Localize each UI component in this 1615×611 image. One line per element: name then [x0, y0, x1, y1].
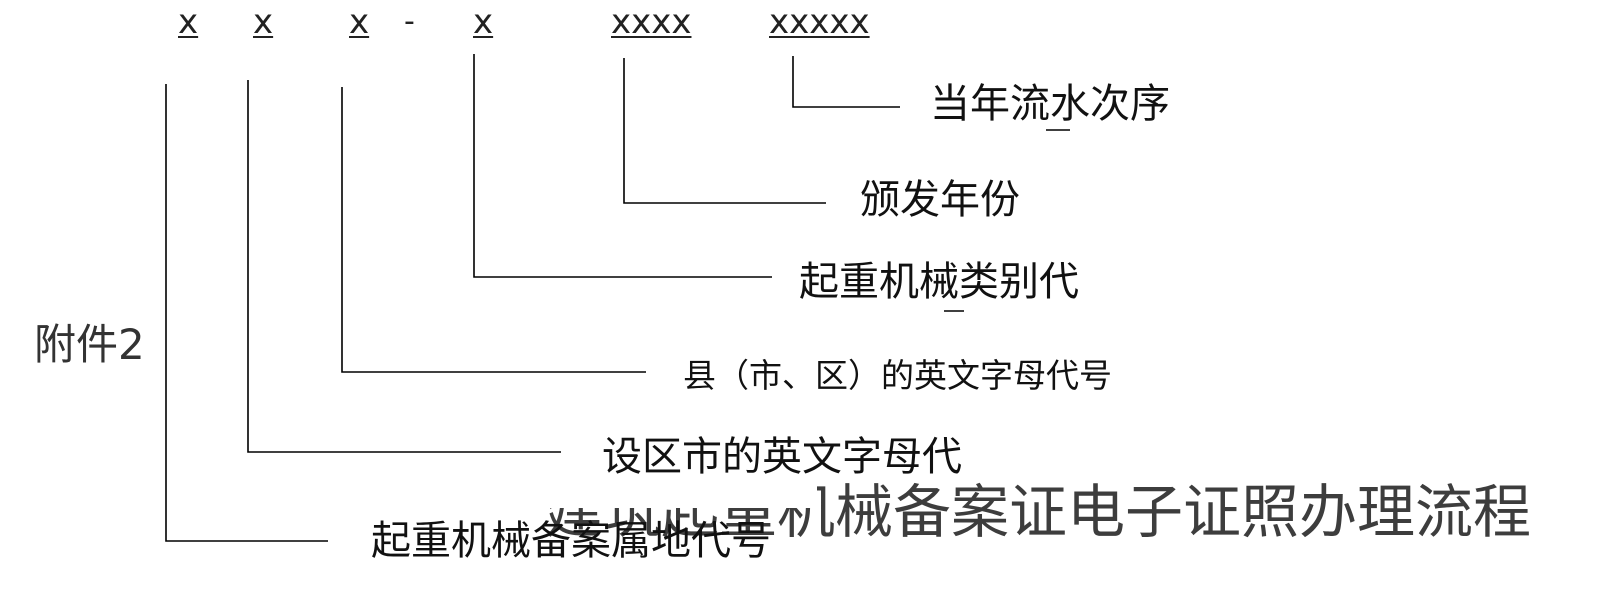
code-part-filing-region: x — [178, 2, 199, 42]
overlay-mask — [545, 478, 817, 508]
label-issue-year: 颁发年份 — [860, 177, 1020, 223]
connector-sequence — [792, 56, 900, 108]
label-category-code: 起重机械类别代 — [799, 259, 1079, 305]
connector-category — [473, 54, 772, 278]
code-part-category: x — [473, 2, 494, 42]
code-part-year: xxxx — [611, 2, 692, 42]
attachment-label: 附件2 — [34, 320, 145, 369]
code-part-city: x — [253, 2, 274, 42]
connector-filing-region — [165, 84, 328, 542]
connector-county — [341, 87, 646, 373]
code-part-county: x — [349, 2, 370, 42]
connector-city — [247, 80, 561, 453]
connector-issue-year — [623, 58, 826, 204]
code-part-sequence: xxxxx — [769, 2, 870, 42]
label-filing-region-code: 起重机械备案属地代号 — [371, 518, 771, 564]
label-city-code: 设区市的英文字母代 — [602, 434, 962, 480]
label-county-code: 县（市、区）的英文字母代号 — [683, 356, 1112, 395]
code-separator: - — [404, 4, 415, 39]
label-sequence: 当年流水次序 — [930, 81, 1170, 127]
